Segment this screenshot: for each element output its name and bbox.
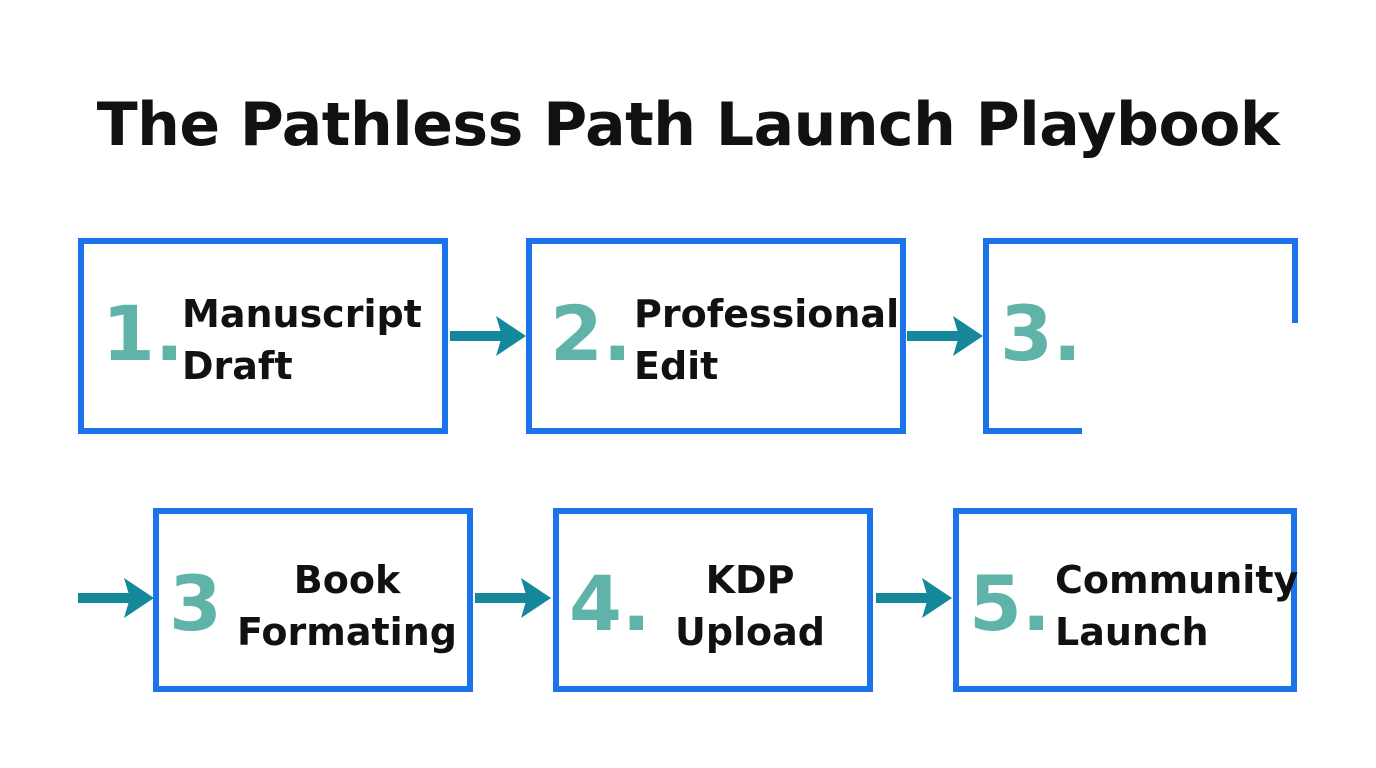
step-label-line-1: Book <box>293 558 401 602</box>
arrow-right-icon <box>876 578 952 618</box>
step-label-line-1: Community <box>1055 558 1299 602</box>
step-box-professional-edit: 2. Professional Edit <box>526 238 906 434</box>
arrow-right-icon <box>475 578 551 618</box>
step-number: 4. <box>569 559 651 648</box>
step-label-line-1: KDP <box>705 558 795 602</box>
step-label: Manuscript Draft <box>182 288 422 392</box>
step-box-manuscript-draft: 1. Manuscript Draft <box>78 238 448 434</box>
step-label: Community Launch <box>1055 554 1298 658</box>
step-label-line-2: Upload <box>674 610 826 654</box>
step-number: 1. <box>102 289 184 378</box>
arrow-right-icon <box>907 316 983 356</box>
step-label: Professional Edit <box>634 288 899 392</box>
step-box-kdp-upload: 4. KDP Upload <box>553 508 873 692</box>
diagram-title: The Pathless Path Launch Playbook <box>96 90 1280 160</box>
step-number: 5. <box>969 559 1051 648</box>
step-number: 3 <box>169 559 222 648</box>
step-label-line-1: Professional <box>634 292 900 336</box>
step-box-book-formating: 3 Book Formating <box>153 508 473 692</box>
step-label-line-1: Manuscript <box>182 292 422 336</box>
step-label-line-2: Draft <box>182 344 293 388</box>
step-number: 3. <box>1000 289 1082 378</box>
step-box-community-launch: 5. Community Launch <box>953 508 1298 692</box>
step-label: Book Formating <box>229 554 465 658</box>
step-label-line-2: Edit <box>634 344 719 388</box>
arrow-right-icon <box>78 578 154 618</box>
step-label: KDP Upload <box>657 554 843 658</box>
step-number: 2. <box>550 289 632 378</box>
step-label-line-2: Formating <box>237 610 457 654</box>
step-label-line-2: Launch <box>1055 610 1209 654</box>
arrow-right-icon <box>450 316 526 356</box>
